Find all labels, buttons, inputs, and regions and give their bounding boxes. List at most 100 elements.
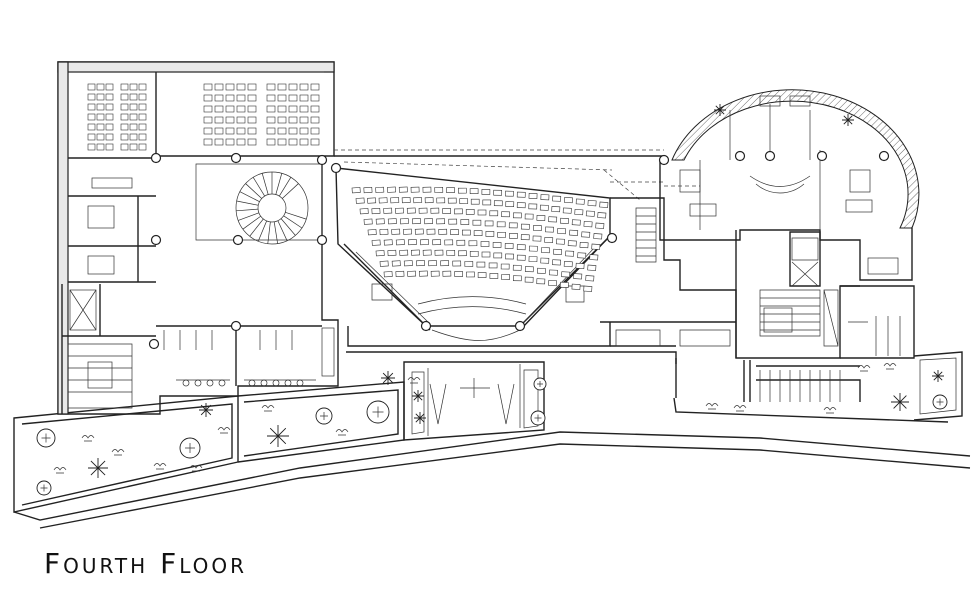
auditorium-seat (485, 231, 495, 237)
shrub-symbol-icon (857, 365, 871, 372)
auditorium-seat (516, 244, 526, 251)
classroom-seat (87, 93, 96, 101)
auditorium-seat (505, 253, 514, 260)
auditorium-seat (497, 231, 507, 238)
auditorium-seat (367, 229, 377, 236)
shrub-symbol-icon (189, 465, 203, 472)
classroom-seat (203, 105, 213, 113)
classroom-seat (299, 105, 309, 113)
auditorium-seat (557, 228, 567, 235)
auditorium-seat (395, 239, 405, 246)
auditorium-seat (512, 275, 522, 282)
drawing-title: Fourth Floor (44, 547, 247, 580)
column (606, 232, 618, 244)
auditorium-seat (450, 229, 459, 236)
classroom-seating-west (87, 83, 147, 151)
auditorium-seat (464, 261, 474, 267)
classroom-seat (310, 105, 320, 113)
auditorium-seat (585, 210, 595, 217)
classroom-seat (120, 143, 129, 151)
auditorium-seat (591, 243, 601, 250)
auditorium-seat (563, 261, 573, 268)
auditorium-seat (466, 271, 475, 278)
column (232, 234, 244, 246)
classroom-seat (87, 103, 96, 111)
auditorium-seat (501, 274, 510, 280)
palm-symbol-icon (891, 393, 909, 411)
classroom-seat (214, 83, 224, 91)
auditorium-seat (504, 243, 514, 249)
auditorium-seat (583, 285, 593, 292)
classroom-seat (225, 116, 235, 124)
auditorium-seat (418, 207, 428, 214)
classroom-seat (277, 94, 287, 102)
auditorium-seat (505, 190, 514, 197)
classroom-seat (288, 94, 298, 102)
column (514, 320, 526, 332)
auditorium-seat (430, 207, 440, 214)
auditorium-seat (383, 271, 393, 278)
auditorium-seat (375, 186, 385, 193)
classroom-seat (203, 116, 213, 124)
auditorium-seat (564, 197, 573, 204)
auditorium-seat (477, 209, 487, 216)
auditorium-seat (444, 239, 454, 246)
auditorium-seat (395, 270, 405, 278)
classroom-seat (96, 103, 105, 111)
classroom-seat (105, 133, 114, 141)
auditorium-seat (587, 200, 597, 207)
column (764, 150, 776, 162)
palm-symbol-icon (267, 425, 289, 447)
classroom-seat (288, 138, 298, 146)
auditorium-seat (524, 266, 534, 273)
classroom-seat (299, 127, 309, 135)
auditorium-seat (524, 276, 534, 283)
auditorium-seat (446, 187, 455, 194)
auditorium-seat (436, 218, 446, 225)
classroom-seat (203, 83, 213, 91)
classroom-seat (129, 143, 138, 151)
auditorium-seat (387, 249, 397, 257)
auditorium-seat (438, 228, 448, 235)
auditorium-seat (465, 209, 475, 215)
auditorium-seat (406, 207, 416, 214)
shrub-symbol-icon (217, 427, 231, 434)
classroom-seat (96, 133, 105, 141)
classroom-seat (277, 127, 287, 135)
column (150, 234, 162, 246)
column (330, 162, 342, 174)
classroom-seat (87, 113, 96, 121)
auditorium-seat (359, 208, 369, 215)
classroom-seat (288, 105, 298, 113)
classroom-seat (214, 105, 224, 113)
auditorium-seat (398, 186, 408, 193)
classroom-seat (214, 127, 224, 135)
auditorium-seat (469, 250, 479, 257)
shrub-symbol-icon (81, 435, 95, 442)
classroom-seat (236, 116, 246, 124)
auditorium-seat (577, 252, 587, 259)
classroom-seat (225, 105, 235, 113)
classroom-seat (214, 94, 224, 102)
auditorium-seat (403, 228, 412, 235)
classroom-seat (310, 83, 320, 91)
auditorium-seat (493, 200, 503, 207)
classroom-seat (247, 105, 257, 113)
classroom-seat (236, 138, 246, 146)
classroom-seat (138, 123, 147, 131)
classroom-seat (266, 105, 276, 113)
classroom-seat (138, 93, 147, 101)
auditorium-seat (355, 197, 365, 204)
auditorium-seat (561, 271, 571, 278)
auditorium-seat (508, 222, 518, 229)
auditorium-seat (383, 207, 393, 214)
auditorium-seat (492, 242, 502, 248)
auditorium-seat (559, 281, 569, 288)
auditorium-seat (528, 245, 538, 252)
auditorium-seat (383, 239, 393, 246)
palm-symbol-icon (714, 104, 726, 116)
classroom-seat (225, 138, 235, 146)
classroom-seat (96, 83, 105, 91)
auditorium-seat (418, 270, 428, 277)
classroom-seat (96, 143, 105, 151)
